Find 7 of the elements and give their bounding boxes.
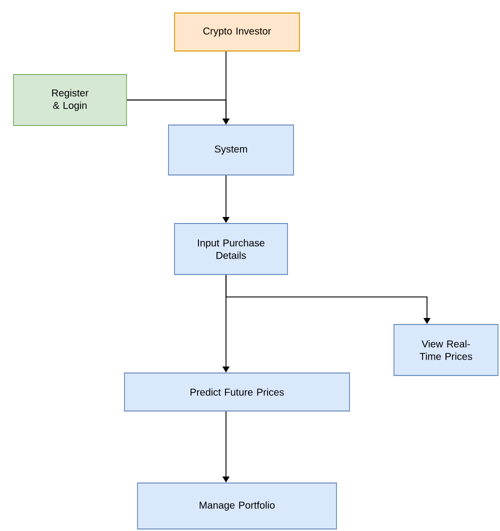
process-box: Input Purchase Details <box>174 223 288 275</box>
login-box: Register & Login <box>13 74 127 126</box>
process-box: Predict Future Prices <box>124 372 350 412</box>
process-box: Manage Portfolio <box>137 482 337 530</box>
process-box: System <box>168 124 294 176</box>
actor-box: Crypto Investor <box>174 12 300 52</box>
process-box: View Real-Time Prices <box>394 324 498 376</box>
